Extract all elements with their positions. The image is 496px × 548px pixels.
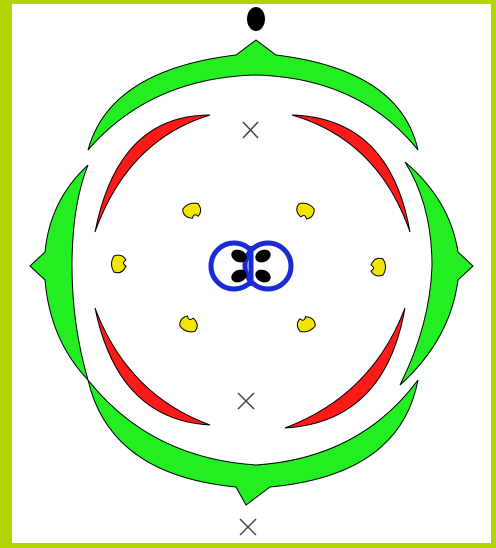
- stamen-left: [112, 255, 127, 273]
- cross-mark-middle: [238, 393, 254, 409]
- sepal-bottom: [88, 380, 418, 505]
- stamen-bottom-right: [295, 314, 317, 334]
- cross-mark-bottom: [240, 519, 256, 535]
- stamen-top-right: [294, 201, 316, 221]
- frame-border-bottom: [0, 543, 496, 548]
- stamen-bottom-left: [178, 314, 200, 334]
- stamen-top-left: [181, 201, 203, 221]
- frame-border-right: [491, 0, 496, 548]
- cross-mark-top: [243, 122, 258, 138]
- sepal-right: [400, 162, 473, 385]
- frame-border-top: [0, 0, 496, 4]
- sepal-left: [30, 165, 88, 380]
- axis-dot: [247, 7, 265, 31]
- frame-border-left: [0, 0, 12, 548]
- stamen-right: [371, 258, 386, 276]
